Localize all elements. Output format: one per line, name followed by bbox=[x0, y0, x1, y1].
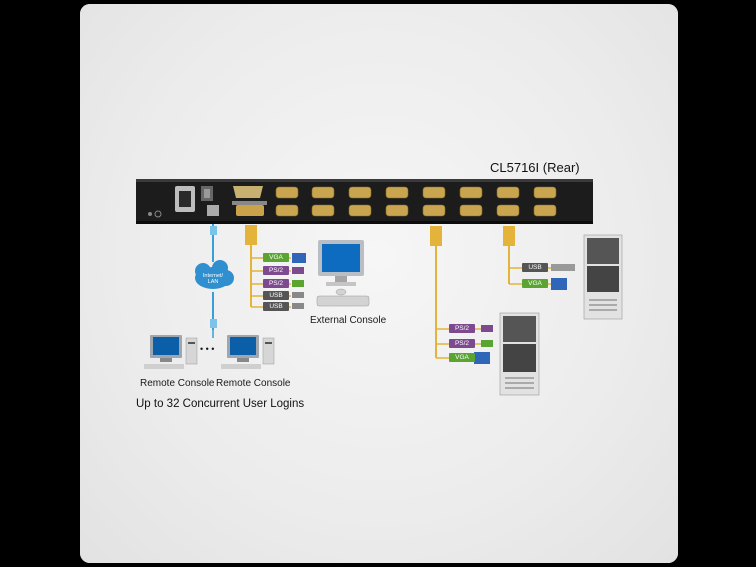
cloud-label: Internet/ LAN bbox=[202, 273, 224, 285]
remote-console-label: Remote Console bbox=[216, 378, 291, 389]
concurrent-logins-caption: Up to 32 Concurrent User Logins bbox=[136, 398, 305, 410]
cable-tag-vga: VGA bbox=[449, 353, 475, 362]
diagram-panel bbox=[80, 4, 678, 563]
kvm-ports bbox=[275, 186, 557, 217]
cable-tag-usb: USB bbox=[263, 302, 289, 311]
external-console-label: External Console bbox=[310, 315, 387, 326]
cable-tag-usb: USB bbox=[263, 291, 289, 300]
remote-console-label: Remote Console bbox=[140, 378, 215, 389]
console-vga-port-icon bbox=[236, 205, 264, 216]
internet-cloud-icon bbox=[195, 260, 234, 289]
remote-console-computer-icon bbox=[144, 335, 198, 369]
lan-connection bbox=[195, 224, 234, 338]
external-console-monitor-icon bbox=[316, 240, 370, 307]
kvm-switch-rear-panel bbox=[136, 179, 593, 224]
ellipsis: • • • bbox=[200, 344, 215, 354]
server-tower-icon bbox=[499, 312, 540, 396]
cable-tag-vga: VGA bbox=[263, 253, 289, 262]
cable-tag-ps2: PS/2 bbox=[449, 339, 475, 348]
cable-tag-usb: USB bbox=[522, 263, 548, 272]
console-port-icon bbox=[233, 186, 263, 198]
lan-port-icon bbox=[207, 205, 219, 216]
diagram-title: CL5716I (Rear) bbox=[490, 160, 580, 175]
server-tower-icon bbox=[583, 234, 623, 320]
cable-tag-ps2: PS/2 bbox=[449, 324, 475, 333]
panel-background bbox=[80, 4, 678, 563]
remote-console-computer-icon bbox=[221, 335, 275, 369]
cable-tag-ps2: PS/2 bbox=[263, 266, 289, 275]
cable-tag-ps2: PS/2 bbox=[263, 279, 289, 288]
cable-tag-vga: VGA bbox=[522, 279, 548, 288]
